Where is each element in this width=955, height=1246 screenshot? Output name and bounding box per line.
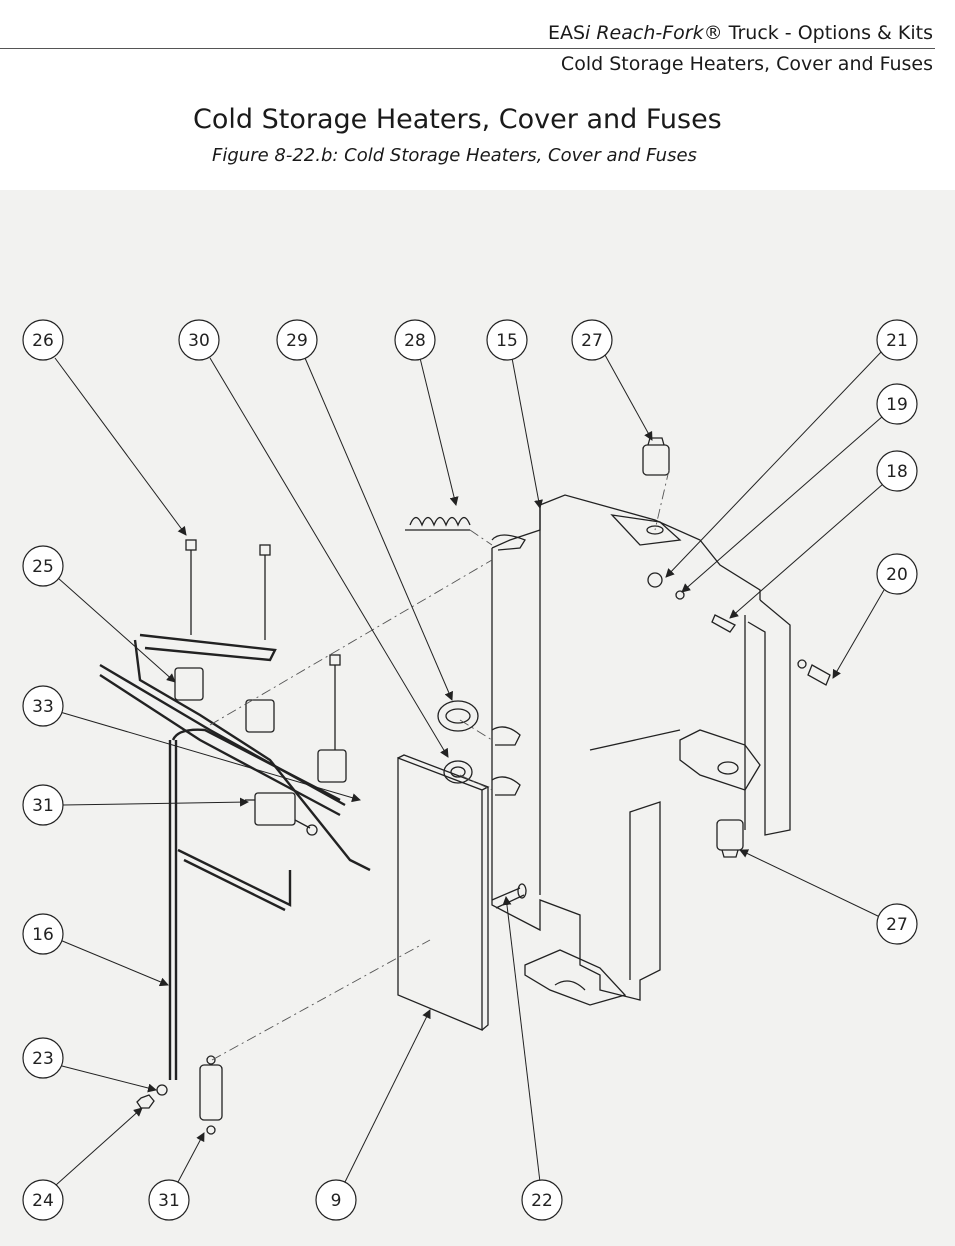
svg-text:26: 26	[32, 331, 54, 351]
svg-text:16: 16	[32, 925, 54, 945]
wire-clip-part	[174, 667, 347, 783]
callout-19: 19	[876, 383, 918, 425]
svg-text:19: 19	[886, 395, 908, 415]
callout-24: 24	[22, 1179, 64, 1221]
svg-text:23: 23	[32, 1049, 54, 1069]
parts-drawing	[99, 437, 831, 1135]
connector-strip-part	[405, 516, 471, 531]
svg-text:20: 20	[886, 565, 908, 585]
callout-29: 29	[276, 319, 318, 361]
header-section: Cold Storage Heaters, Cover and Fuses	[560, 53, 933, 75]
heater-plate-part	[397, 754, 490, 1031]
callout-21: 21	[876, 319, 918, 361]
svg-text:15: 15	[496, 331, 518, 351]
enclosure-part	[491, 494, 791, 1006]
svg-text:22: 22	[531, 1191, 553, 1211]
bolt-part	[491, 883, 527, 909]
svg-text:21: 21	[886, 331, 908, 351]
header-product: EASi Reach-Fork® Truck - Options & Kits	[547, 22, 933, 44]
svg-text:29: 29	[286, 331, 308, 351]
cable-tie-part	[185, 539, 341, 750]
figure-caption: Figure 8-22.b: Cold Storage Heaters, Cov…	[212, 145, 697, 166]
heater-wire-part	[99, 633, 371, 1080]
switch-part	[642, 437, 744, 858]
assembly-centerlines	[209, 469, 670, 1061]
grommet-part	[437, 700, 479, 784]
page-title: Cold Storage Heaters, Cover and Fuses	[193, 104, 722, 135]
callout-20: 20	[876, 553, 918, 595]
nut-washer-part	[136, 1084, 168, 1109]
svg-text:31: 31	[32, 796, 54, 816]
svg-text:33: 33	[32, 697, 54, 717]
svg-text:27: 27	[886, 915, 908, 935]
callout-27-bottom: 27	[876, 903, 918, 945]
callout-30: 30	[178, 319, 220, 361]
svg-text:27: 27	[581, 331, 603, 351]
callout-31-upper: 31	[22, 784, 64, 826]
header-rule	[0, 48, 935, 49]
svg-text:25: 25	[32, 557, 54, 577]
svg-text:31: 31	[158, 1191, 180, 1211]
svg-text:24: 24	[32, 1191, 54, 1211]
callout-9: 9	[315, 1179, 357, 1221]
callout-23: 23	[22, 1037, 64, 1079]
callout-33: 33	[22, 685, 64, 727]
callout-bubbles: 26 30 29 28 15 27 21 19 18 25 20 33 31 1…	[22, 319, 918, 1221]
svg-text:28: 28	[404, 331, 426, 351]
callout-27-top: 27	[571, 319, 613, 361]
hardware-part	[647, 572, 831, 686]
callout-18: 18	[876, 450, 918, 492]
fuse-holder-part	[199, 792, 318, 1135]
callout-16: 16	[22, 913, 64, 955]
svg-text:30: 30	[188, 331, 210, 351]
svg-text:9: 9	[331, 1191, 342, 1211]
svg-text:18: 18	[886, 462, 908, 482]
callout-22: 22	[521, 1179, 563, 1221]
leader-lines	[54, 349, 885, 1186]
callout-25: 25	[22, 545, 64, 587]
callout-26: 26	[22, 319, 64, 361]
callout-31-lower: 31	[148, 1179, 190, 1221]
callout-15: 15	[486, 319, 528, 361]
callout-28: 28	[394, 319, 436, 361]
